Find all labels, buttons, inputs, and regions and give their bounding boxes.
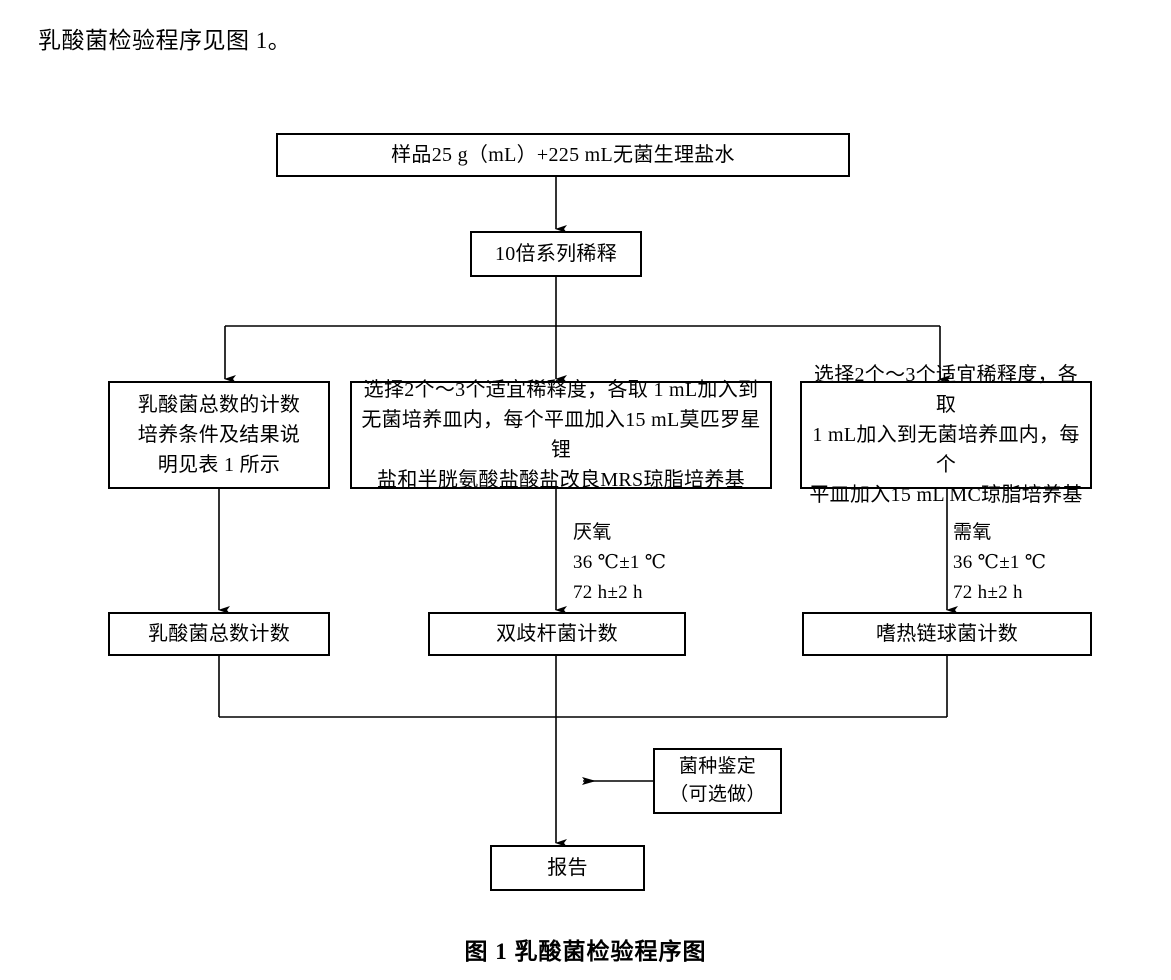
node-lactic-acid-bacteria-count: 乳酸菌总数计数 (108, 612, 330, 656)
node-mc-agar-plating-label: 选择2个～3个适宜稀释度，各取 1 mL加入到无菌培养皿内，每个 平皿加入15 … (809, 364, 1083, 506)
node-bifidobacterium-count-label: 双歧杆菌计数 (496, 623, 618, 645)
node-mrs-agar-plating-label: 选择2个～3个适宜稀释度，各取 1 mL加入到 无菌培养皿内，每个平皿加入15 … (361, 379, 761, 491)
intro-paragraph: 乳酸菌检验程序见图 1。 (38, 28, 292, 53)
node-mc-agar-plating: 选择2个～3个适宜稀释度，各取 1 mL加入到无菌培养皿内，每个 平皿加入15 … (800, 364, 1092, 506)
node-report: 报告 (490, 845, 645, 891)
node-streptococcus-thermophilus-count: 嗜热链球菌计数 (802, 612, 1092, 656)
node-total-count-conditions: 乳酸菌总数的计数 培养条件及结果说 明见表 1 所示 (108, 381, 330, 489)
node-dilution-label: 10倍系列稀释 (494, 243, 618, 265)
node-total-count-conditions-label: 乳酸菌总数的计数 培养条件及结果说 明见表 1 所示 (137, 394, 301, 476)
annotation-aerobic-conditions: 需氧 36 ℃±1 ℃ 72 h±2 h (953, 522, 1047, 603)
node-report-label: 报告 (547, 857, 588, 879)
node-sample-label: 样品25 g（mL）+225 mL无菌生理盐水 (391, 144, 735, 166)
node-bifidobacterium-count: 双歧杆菌计数 (428, 612, 686, 656)
node-mrs-agar-plating: 选择2个～3个适宜稀释度，各取 1 mL加入到 无菌培养皿内，每个平皿加入15 … (350, 379, 772, 491)
figure-caption: 图 1 乳酸菌检验程序图 (464, 939, 707, 964)
node-streptococcus-thermophilus-count-label: 嗜热链球菌计数 (875, 623, 1019, 645)
node-dilution: 10倍系列稀释 (470, 231, 642, 277)
node-strain-identification-label: 菌种鉴定 （可选做） (669, 756, 766, 805)
annotation-anaerobic-conditions: 厌氧 36 ℃±1 ℃ 72 h±2 h (573, 522, 667, 603)
node-sample: 样品25 g（mL）+225 mL无菌生理盐水 (276, 133, 850, 177)
node-lactic-acid-bacteria-count-label: 乳酸菌总数计数 (147, 623, 291, 645)
node-strain-identification: 菌种鉴定 （可选做） (653, 748, 782, 814)
